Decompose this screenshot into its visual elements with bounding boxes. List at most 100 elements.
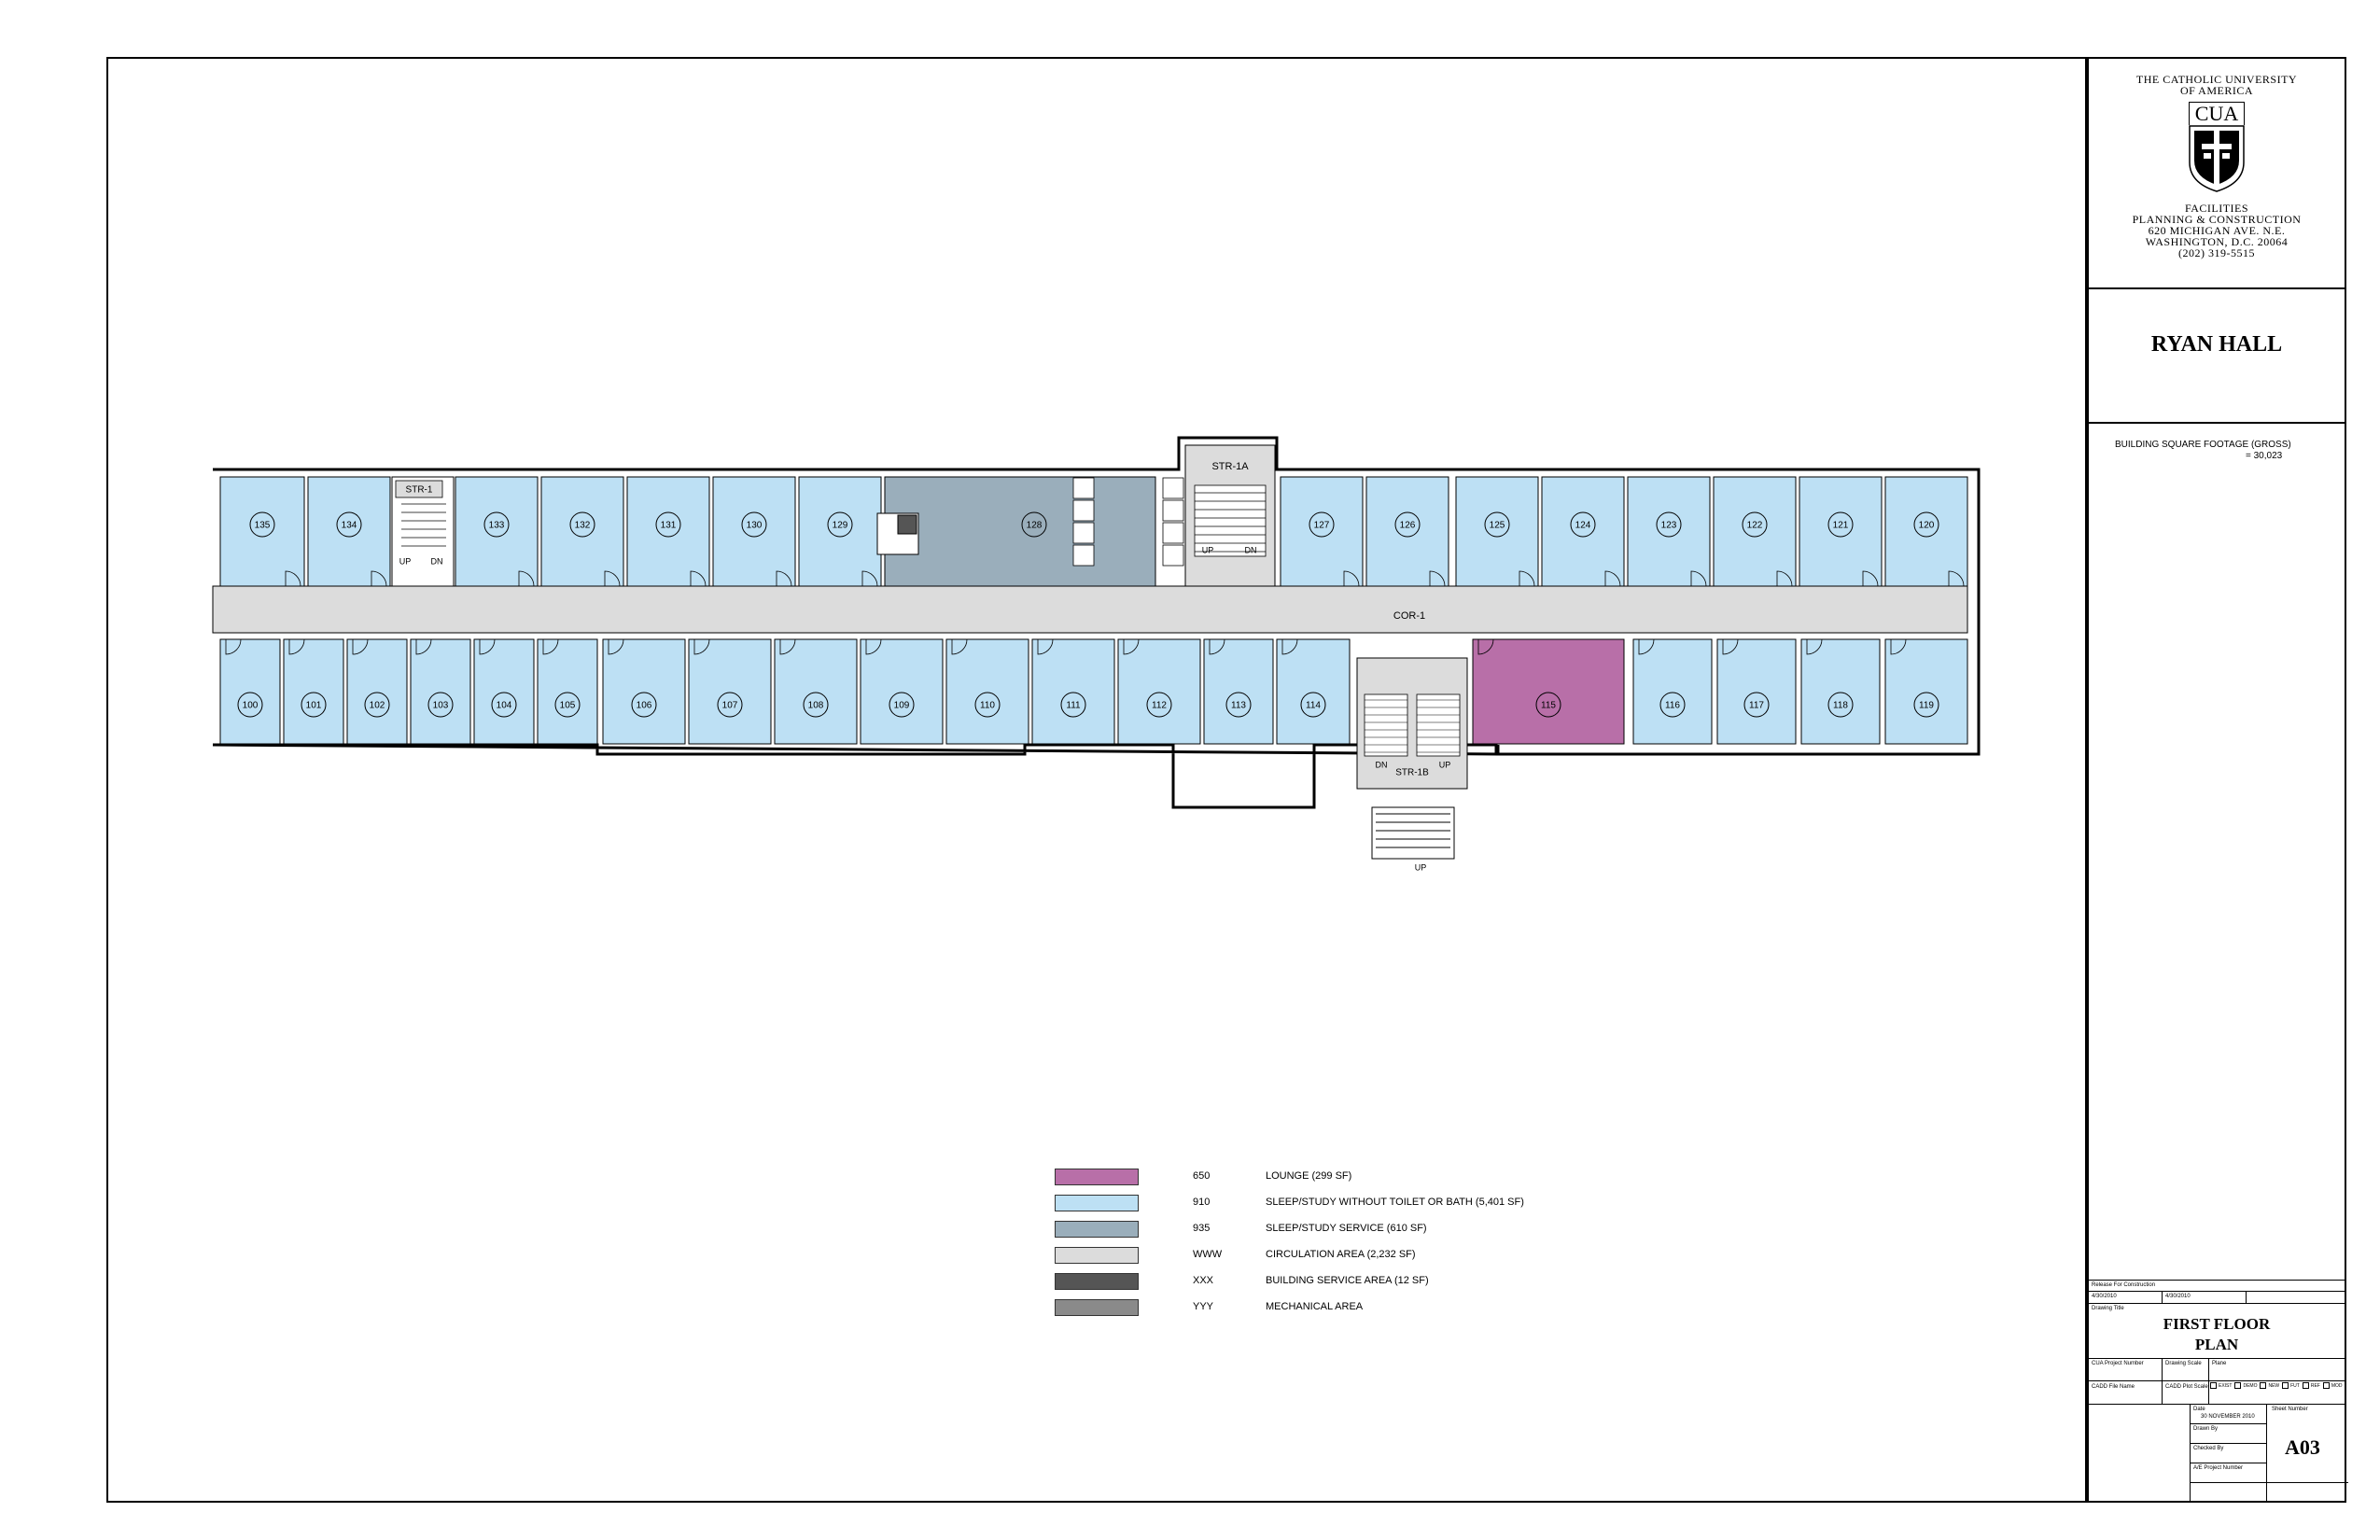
room-number: 125	[1490, 521, 1505, 531]
stair-str1a-flight	[1194, 484, 1267, 557]
room-tag-circle	[237, 692, 263, 718]
south-room	[1117, 638, 1201, 745]
room-tag-circle	[1656, 511, 1682, 538]
fixture-box	[1072, 499, 1095, 522]
legend-label: BUILDING SERVICE AREA (12 SF)	[1266, 1275, 1429, 1286]
fixture-box	[1072, 522, 1095, 544]
ae-project-number-label: A/E Project Number	[2193, 1465, 2244, 1471]
legend-code: 910	[1193, 1197, 1211, 1208]
room-number: 134	[342, 521, 357, 531]
status-checkbox[interactable]: REF	[2302, 1382, 2320, 1389]
room-tag-circle	[249, 511, 275, 538]
room-number: 109	[894, 701, 910, 711]
room-tag-circle	[301, 692, 327, 718]
door-swing	[1604, 570, 1621, 587]
room-number: 106	[637, 701, 652, 711]
legend-swatch	[1055, 1247, 1139, 1264]
room-tag-circle	[569, 511, 595, 538]
legend-label: MECHANICAL AREA	[1266, 1301, 1364, 1312]
checkbox-icon[interactable]	[2302, 1382, 2309, 1389]
south-room	[1031, 638, 1115, 745]
north-room	[1799, 476, 1883, 587]
drawing-title-line1: FIRST FLOOR	[2163, 1315, 2271, 1333]
room-tag-circle	[1309, 511, 1335, 538]
door-swing	[951, 638, 968, 655]
south-room	[860, 638, 944, 745]
north-room	[626, 476, 710, 587]
status-checkbox[interactable]: FUT	[2282, 1382, 2300, 1389]
university-name-line2: OF AMERICA	[2179, 84, 2253, 97]
drawing-frame	[106, 57, 2087, 1503]
status-checkbox[interactable]: DEMO	[2234, 1382, 2257, 1389]
door-swing	[604, 570, 621, 587]
room-number: 127	[1314, 521, 1330, 531]
door-swing	[1429, 570, 1446, 587]
south-room	[1884, 638, 1968, 745]
room-tag-circle	[889, 692, 915, 718]
door-swing	[779, 638, 796, 655]
room-tag-circle	[1742, 511, 1768, 538]
legend-code: YYY	[1193, 1301, 1214, 1312]
room-number: 129	[833, 521, 848, 531]
room-number: 132	[575, 521, 591, 531]
south-rooms	[219, 638, 1968, 745]
plane-label: Plane	[2212, 1361, 2227, 1366]
divider	[2089, 1303, 2345, 1304]
room-tag-circle	[491, 692, 517, 718]
status-checkbox[interactable]: EXIST	[2210, 1382, 2233, 1389]
checkbox-label: EXIST	[2219, 1382, 2233, 1389]
room-number: 100	[243, 701, 259, 711]
south-room	[602, 638, 686, 745]
legend-swatch	[1055, 1299, 1139, 1316]
sheet-number-label: Sheet Number	[2272, 1407, 2308, 1412]
university-name-line1: THE CATHOLIC UNIVERSITY	[2135, 73, 2298, 86]
checkbox-icon[interactable]	[2234, 1382, 2242, 1389]
stair-dn-label: DN	[1376, 760, 1388, 769]
north-room	[1627, 476, 1711, 587]
south-room	[945, 638, 1029, 745]
door-swing	[1281, 638, 1298, 655]
checkbox-icon[interactable]	[2282, 1382, 2289, 1389]
north-room	[884, 476, 1156, 587]
legend-label: SLEEP/STUDY SERVICE (610 SF)	[1266, 1223, 1427, 1234]
room-number: 104	[497, 701, 512, 711]
sqft-label: BUILDING SQUARE FOOTAGE (GROSS)	[2115, 440, 2291, 450]
entry-steps	[1371, 806, 1455, 860]
building-name-section: RYAN HALL	[2089, 289, 2345, 424]
drawing-scale-label: Drawing Scale	[2165, 1361, 2202, 1366]
door-swing	[690, 570, 707, 587]
shield-icon	[2189, 125, 2245, 192]
room-number: 102	[370, 701, 385, 711]
checkbox-icon[interactable]	[2210, 1382, 2217, 1389]
room-tag-circle	[1570, 511, 1596, 538]
legend-code: WWW	[1193, 1249, 1223, 1260]
legend-swatch	[1055, 1273, 1139, 1290]
legend-code: XXX	[1193, 1275, 1214, 1286]
checkbox-icon[interactable]	[2260, 1382, 2267, 1389]
checkbox-label: MOD	[2331, 1382, 2343, 1389]
room-tag-circle	[827, 511, 853, 538]
door-swing	[542, 638, 559, 655]
door-swing	[1477, 638, 1494, 655]
room-number: 101	[306, 701, 322, 711]
status-checkbox[interactable]: NEW	[2260, 1382, 2279, 1389]
corridor	[212, 585, 1968, 634]
north-room	[1541, 476, 1625, 587]
divider	[2246, 1291, 2247, 1303]
room-number: 133	[489, 521, 505, 531]
room-tag-circle	[741, 511, 767, 538]
room-number: 120	[1919, 521, 1935, 531]
status-checkbox[interactable]: MOD	[2322, 1382, 2343, 1389]
drawing-title-label: Drawing Title	[2092, 1306, 2124, 1311]
room-number: 124	[1575, 521, 1591, 531]
room-number: 119	[1919, 701, 1934, 711]
legend-code: 935	[1193, 1223, 1211, 1234]
south-room	[537, 638, 598, 745]
address-line1: 620 MICHIGAN AVE. N.E.	[2148, 224, 2286, 237]
checkbox-icon[interactable]	[2322, 1382, 2330, 1389]
divider	[2089, 1291, 2345, 1292]
stair-str1-tag	[395, 480, 443, 498]
legend-label: LOUNGE (299 SF)	[1266, 1170, 1352, 1182]
